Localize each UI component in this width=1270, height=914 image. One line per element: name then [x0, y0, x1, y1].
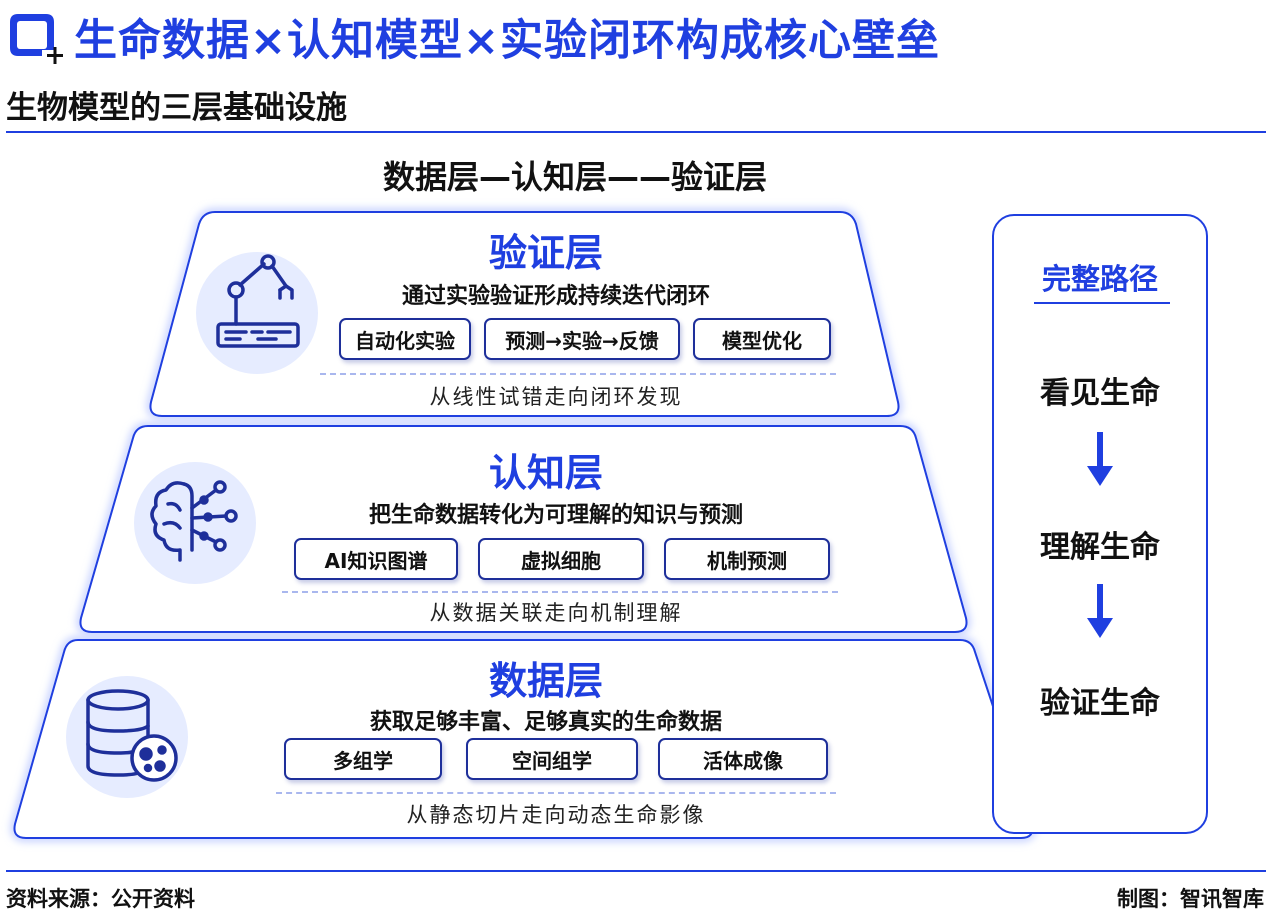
brand-logo-icon [10, 14, 63, 64]
chip-ai-knowledge-graph: AI知识图谱 [294, 538, 458, 580]
database-cell-icon [86, 689, 178, 782]
path-step-validate-life: 验证生命 [1040, 686, 1160, 721]
validation-layer-title: 验证层 [488, 231, 604, 275]
chip-predict-experiment-feedback: 预测→实验→反馈 [484, 318, 680, 360]
diagram-title: 数据层—认知层——验证层 [382, 158, 767, 196]
chip-automated-experiment: 自动化实验 [339, 318, 471, 360]
cognition-layer-title: 认知层 [488, 451, 604, 495]
source-note: 资料来源：公开资料 [6, 887, 195, 911]
credit-note: 制图：智讯智库 [1117, 887, 1264, 911]
brain-network-icon [150, 480, 238, 562]
validation-layer-description: 通过实验验证形成持续迭代闭环 [401, 284, 711, 309]
data-layer-footer: 从静态切片走向动态生命影像 [406, 803, 706, 827]
robot-arm-icon [216, 254, 300, 348]
chip-multi-omics: 多组学 [284, 738, 442, 780]
chip-mechanism-prediction: 机制预测 [664, 538, 830, 580]
cognition-layer-description: 把生命数据转化为可理解的知识与预测 [368, 503, 744, 528]
header-divider [6, 131, 1266, 133]
chip-spatial-omics: 空间组学 [466, 738, 638, 780]
cognition-layer-separator [282, 591, 838, 593]
arrow-down-icon [1087, 432, 1113, 486]
chip-virtual-cell: 虚拟细胞 [478, 538, 644, 580]
data-layer-description: 获取足够丰富、足够真实的生命数据 [369, 710, 723, 735]
footer-divider [6, 870, 1266, 872]
validation-layer-shape [149, 211, 900, 417]
validation-layer-separator [320, 373, 836, 375]
arrow-down-icon [1087, 584, 1113, 638]
data-layer-separator [276, 792, 836, 794]
chip-in-vivo-imaging: 活体成像 [658, 738, 828, 780]
page-subtitle: 生物模型的三层基础设施 [6, 90, 347, 126]
chip-model-optimization: 模型优化 [693, 318, 831, 360]
data-layer-title: 数据层 [488, 659, 604, 703]
complete-path-panel: 完整路径 看见生命 理解生命 验证生命 [992, 214, 1208, 834]
page-title: 生命数据×认知模型×实验闭环构成核心壁垒 [74, 16, 941, 66]
validation-layer-footer: 从线性试错走向闭环发现 [429, 385, 683, 409]
path-title-underline [1034, 302, 1170, 304]
path-step-understand-life: 理解生命 [1040, 530, 1160, 565]
path-step-see-life: 看见生命 [1040, 376, 1160, 411]
cognition-layer-footer: 从数据关联走向机制理解 [429, 601, 683, 625]
path-title: 完整路径 [1041, 262, 1158, 296]
cognition-layer-shape [79, 425, 968, 633]
